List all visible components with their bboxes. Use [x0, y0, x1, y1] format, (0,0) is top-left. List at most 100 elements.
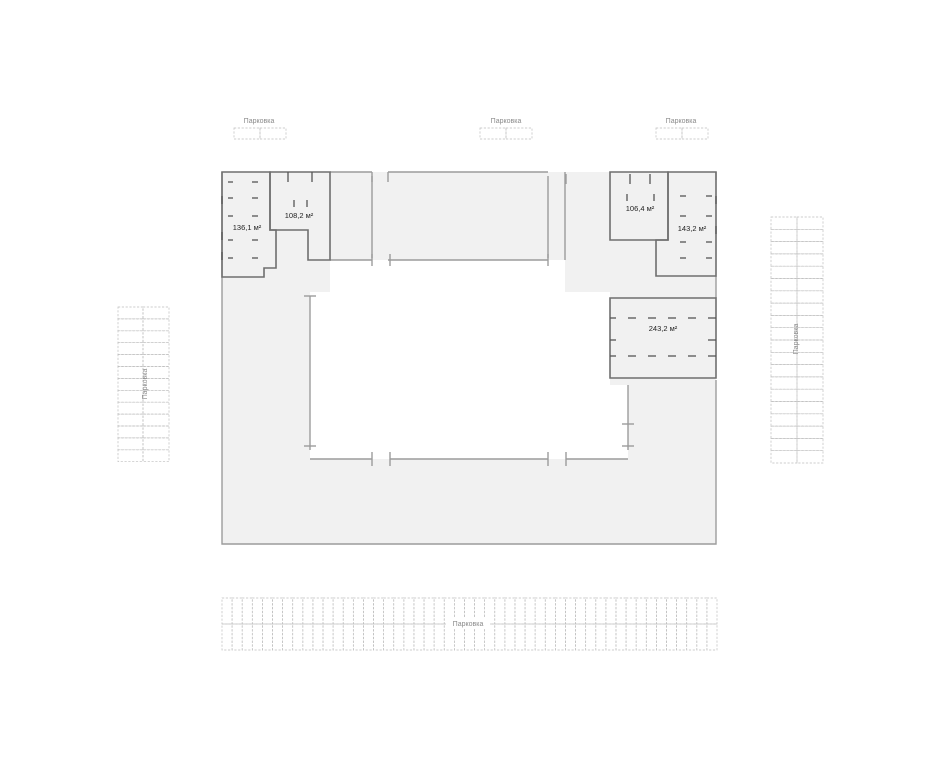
- unit-243-2-area: 243,2 м²: [649, 324, 678, 333]
- parking-slot: [117, 401, 144, 415]
- parking-slot: [332, 597, 344, 625]
- parking-slot: [423, 623, 435, 651]
- parking-slot: [770, 364, 798, 378]
- parking-slot: [796, 388, 824, 402]
- parking-slot: [635, 597, 647, 625]
- parking-slot: [796, 253, 824, 267]
- parking-slot: [625, 597, 637, 625]
- parking-slot: [142, 330, 170, 344]
- parking-slot: [555, 623, 566, 651]
- parking-slot: [686, 597, 698, 625]
- top-wing-floor: [330, 172, 565, 260]
- parking-slot: [770, 228, 798, 242]
- parking-slot: [292, 597, 304, 625]
- parking-slot: [117, 389, 144, 403]
- parking-slot: [770, 302, 798, 316]
- parking-slot: [666, 623, 677, 651]
- parking-slot: [534, 623, 546, 651]
- parking-slot: [322, 623, 334, 651]
- parking-slot: [504, 623, 516, 651]
- parking-slot: [770, 241, 798, 255]
- parking-slot: [393, 597, 405, 625]
- parking-slot: [322, 597, 334, 625]
- parking-slot: [312, 597, 324, 625]
- parking-slot: [770, 450, 798, 464]
- parking-top-left: Парковка: [233, 118, 287, 140]
- parking-slot: [231, 623, 243, 651]
- parking-slot: [706, 623, 718, 651]
- parking-slot: [282, 623, 294, 651]
- unit-143-2-wall: [655, 171, 717, 277]
- parking-top-right-label: Парковка: [666, 118, 697, 125]
- parking-slot: [292, 623, 304, 651]
- parking-slot: [796, 351, 824, 365]
- parking-slot: [142, 342, 170, 355]
- parking-slot: [770, 290, 798, 304]
- parking-slot: [403, 623, 415, 651]
- parking-slot: [342, 623, 354, 651]
- parking-slot: [241, 623, 253, 651]
- parking-slot: [544, 597, 556, 625]
- parking-slot: [514, 597, 526, 625]
- parking-slot: [464, 597, 475, 625]
- parking-top-center: Парковка: [479, 118, 533, 140]
- parking-slot: [117, 449, 144, 463]
- parking-slot: [514, 623, 526, 651]
- unit-108-2-markers: [287, 172, 313, 207]
- parking-slot: [142, 437, 170, 451]
- parking-slot: [117, 318, 144, 332]
- parking-slot: [796, 450, 824, 464]
- parking-slot: [796, 265, 824, 279]
- parking-slot: [352, 623, 364, 651]
- parking-top-left-label: Парковка: [244, 118, 275, 125]
- parking-slot: [142, 425, 170, 439]
- parking-slot: [262, 623, 273, 651]
- parking-slot: [117, 437, 144, 451]
- parking-slot: [443, 597, 455, 625]
- parking-slot: [605, 597, 617, 625]
- parking-slot: [656, 623, 667, 651]
- parking-slot: [117, 425, 144, 439]
- parking-slot: [142, 306, 170, 320]
- unit-143-2[interactable]: 143,2 м²: [655, 171, 717, 277]
- parking-slot: [117, 378, 144, 391]
- parking-slot: [796, 228, 824, 242]
- parking-slot: [352, 597, 364, 625]
- parking-slot: [251, 597, 263, 625]
- parking-slot: [770, 425, 798, 439]
- parking-top-center-label: Парковка: [491, 118, 522, 125]
- unit-243-2-markers: [610, 317, 716, 357]
- parking-slot: [575, 597, 587, 625]
- parking-slot: [453, 597, 465, 625]
- parking-slot: [423, 597, 435, 625]
- parking-slot: [332, 623, 344, 651]
- building: [221, 171, 717, 545]
- unit-136-1-markers: [221, 181, 258, 260]
- parking-slot: [524, 623, 536, 651]
- parking-slot: [117, 354, 144, 367]
- parking-slot: [645, 597, 657, 625]
- parking-slot: [696, 597, 708, 625]
- parking-right: [770, 216, 824, 464]
- parking-slot: [413, 623, 425, 651]
- parking-left: [117, 306, 170, 463]
- parking-bottom-label-bg: [446, 617, 490, 629]
- parking-slot: [142, 413, 170, 427]
- parking-slot: [635, 623, 647, 651]
- parking-slot: [373, 623, 384, 651]
- parking-slot: [565, 623, 576, 651]
- unit-106-4-area: 106,4 м²: [626, 204, 655, 213]
- parking-slot: [696, 623, 708, 651]
- parking-slot: [770, 376, 798, 390]
- parking-slot: [524, 597, 536, 625]
- parking-slot: [770, 253, 798, 267]
- parking-bottom-label: Парковка: [453, 621, 484, 628]
- parking-slot: [796, 339, 824, 353]
- unit-108-2[interactable]: 108,2 м²: [269, 171, 331, 261]
- parking-slot: [494, 597, 506, 625]
- unit-243-2[interactable]: 243,2 м²: [609, 297, 717, 379]
- parking-slot: [555, 597, 566, 625]
- parking-slot: [272, 623, 283, 651]
- parking-slot: [625, 623, 637, 651]
- parking-slot: [393, 623, 405, 651]
